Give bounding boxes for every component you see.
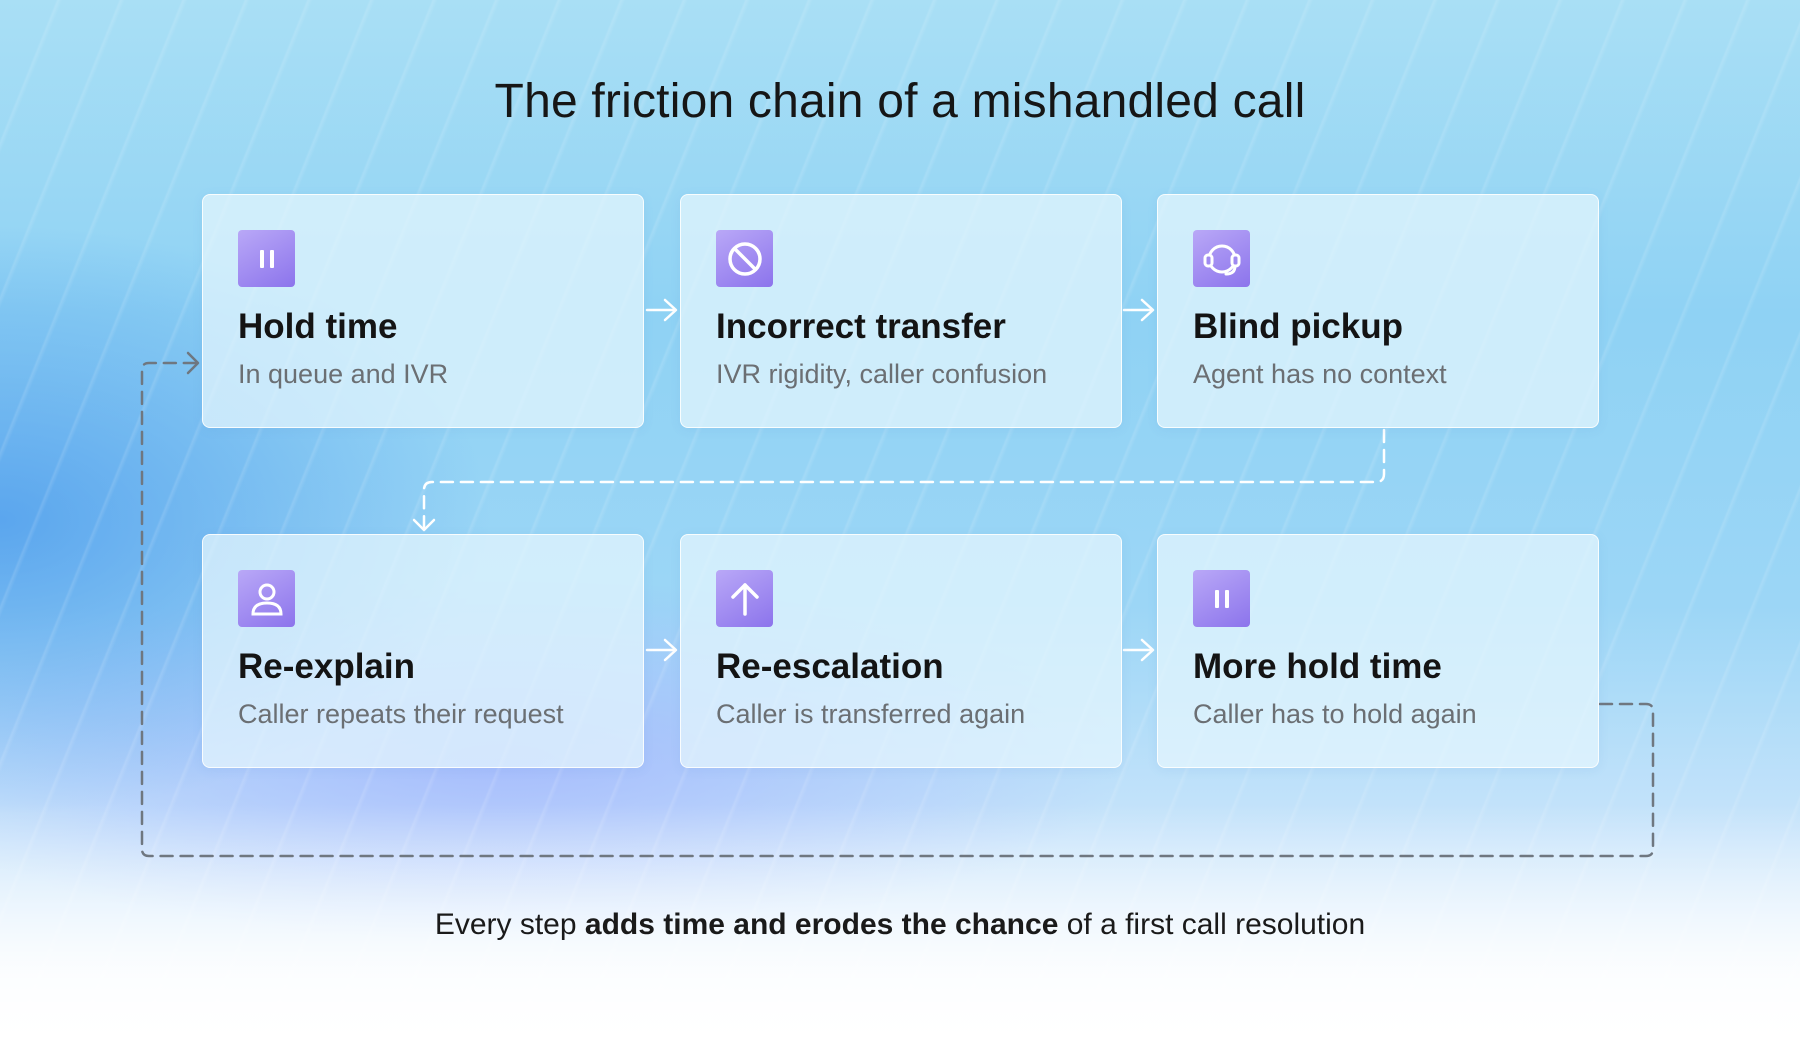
step-title: Blind pickup	[1193, 307, 1403, 346]
page-title: The friction chain of a mishandled call	[494, 75, 1306, 128]
step-card-blind-pickup: Blind pickup Agent has no context	[1157, 194, 1599, 428]
step-subtitle: Agent has no context	[1193, 359, 1447, 389]
arrow-up-icon	[716, 570, 773, 627]
arrow-reexplain-to-reescalation	[645, 638, 678, 662]
dashed-loop-back	[140, 351, 1655, 858]
step-card-re-explain: Re-explain Caller repeats their request	[202, 534, 644, 768]
step-card-hold-time: Hold time In queue and IVR	[202, 194, 644, 428]
arrow-hold-to-transfer	[645, 298, 678, 322]
pause-icon	[1193, 570, 1250, 627]
footer-text-start: Every step	[434, 908, 585, 941]
step-subtitle: Caller is transferred again	[716, 699, 1026, 729]
step-card-re-escalation: Re-escalation Caller is transferred agai…	[680, 534, 1122, 768]
step-subtitle: Caller has to hold again	[1193, 699, 1477, 729]
person-icon	[238, 570, 295, 627]
step-title: Incorrect transfer	[716, 307, 1006, 346]
step-title: Hold time	[238, 307, 398, 346]
step-subtitle: Caller repeats their request	[238, 699, 564, 729]
arrow-transfer-to-pickup	[1122, 298, 1155, 322]
step-subtitle: In queue and IVR	[238, 359, 449, 389]
pause-icon	[238, 230, 295, 287]
step-card-incorrect-transfer: Incorrect transfer IVR rigidity, caller …	[680, 194, 1122, 428]
step-title: More hold time	[1193, 647, 1442, 686]
footer-text-end: of a first call resolution	[1058, 908, 1366, 941]
footer-caption: Every step adds time and erodes the chan…	[0, 908, 1800, 942]
arrow-reescalation-to-more-hold	[1122, 638, 1155, 662]
no-entry-icon	[716, 230, 773, 287]
step-title: Re-escalation	[716, 647, 944, 686]
headset-icon	[1193, 230, 1250, 287]
step-subtitle: IVR rigidity, caller confusion	[716, 359, 1048, 389]
step-card-more-hold-time: More hold time Caller has to hold again	[1157, 534, 1599, 768]
footer-text-bold: adds time and erodes the chance	[584, 908, 1059, 941]
dashed-connector-row1-to-row2	[422, 428, 1386, 530]
step-title: Re-explain	[238, 647, 415, 686]
